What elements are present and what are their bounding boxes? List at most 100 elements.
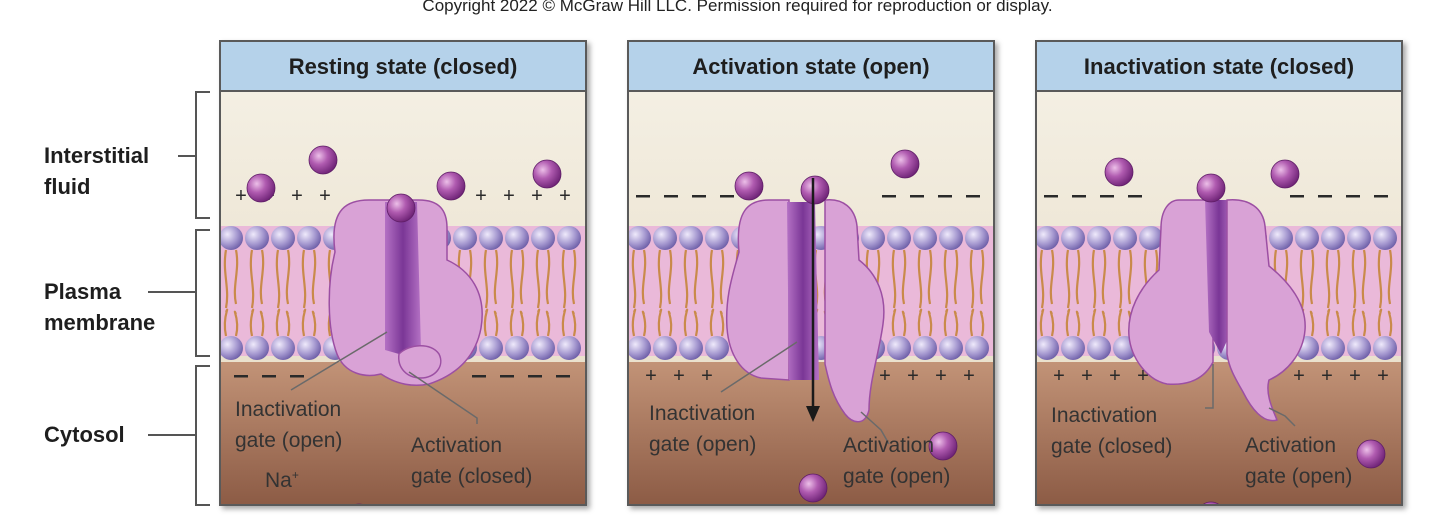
positive-charge: + bbox=[503, 185, 515, 207]
membrane-charges-resting: ++++++++ bbox=[234, 185, 571, 378]
lipid-tail bbox=[969, 308, 985, 337]
lipid-tail bbox=[683, 249, 699, 309]
sodium-ion bbox=[1104, 157, 1134, 187]
lipid-tail bbox=[709, 249, 725, 309]
leader-inactivation-gate bbox=[720, 341, 798, 393]
positive-charge: + bbox=[531, 185, 543, 207]
phospholipid-head bbox=[479, 336, 503, 360]
lipid-tail bbox=[1117, 249, 1133, 309]
lipid-tail bbox=[917, 308, 933, 337]
negative-charge bbox=[1346, 195, 1360, 198]
lipid-tail bbox=[561, 249, 577, 309]
sodium-ion bbox=[798, 473, 828, 503]
phospholipid-head bbox=[531, 226, 555, 250]
activation-gate-label-3: Activation gate (open) bbox=[1245, 430, 1352, 492]
positive-charge: + bbox=[1293, 365, 1305, 387]
phospholipid-head bbox=[1269, 226, 1293, 250]
phospholipid-head bbox=[965, 336, 989, 360]
lipid-tail bbox=[1065, 308, 1081, 337]
negative-charge bbox=[966, 195, 980, 198]
leader-inactivation-gate bbox=[1205, 364, 1214, 409]
lipid-tail bbox=[1325, 249, 1341, 309]
interstitial-label-line2: fluid bbox=[44, 174, 91, 199]
plasma-label-line1: Plasma bbox=[44, 279, 122, 304]
positive-charge: + bbox=[907, 365, 919, 387]
lipid-tail bbox=[223, 308, 239, 337]
phospholipid-head bbox=[887, 226, 911, 250]
sodium-ion bbox=[386, 193, 416, 223]
lipid-tail bbox=[1377, 308, 1393, 337]
inactivation-gate-label-1: Inactivation gate (open) bbox=[235, 394, 342, 456]
panel-title-activation: Activation state (open) bbox=[629, 42, 993, 92]
phospholipid-head bbox=[245, 336, 269, 360]
negative-charge bbox=[556, 375, 570, 378]
panel-activation-state: Activation state (open) +++++++ Inactiva… bbox=[627, 40, 995, 506]
activation-gate-closed bbox=[398, 345, 442, 379]
inactivation-gate-label-1-line1: Inactivation bbox=[235, 398, 342, 421]
sodium-ion bbox=[890, 149, 920, 179]
positive-charge: + bbox=[935, 365, 947, 387]
negative-charge bbox=[500, 375, 514, 378]
lipid-tail bbox=[275, 249, 291, 309]
phospholipid-head bbox=[1321, 336, 1345, 360]
channel-pore bbox=[787, 202, 819, 380]
inactivation-gate-label-2-line2: gate (open) bbox=[649, 433, 757, 456]
phospholipid-head bbox=[1087, 226, 1111, 250]
lipid-tail bbox=[1091, 308, 1107, 337]
phospholipid-head bbox=[297, 336, 321, 360]
phospholipid-head bbox=[1373, 226, 1397, 250]
negative-charge bbox=[528, 375, 542, 378]
lipid-tail bbox=[1299, 249, 1315, 309]
diagram-activation: +++++++ bbox=[629, 92, 993, 504]
sodium-ion bbox=[1196, 173, 1226, 203]
sodium-ion bbox=[532, 159, 562, 189]
phospholipid-head bbox=[1321, 226, 1345, 250]
negative-charge bbox=[1100, 195, 1114, 198]
lipid-tail bbox=[1325, 308, 1341, 337]
negative-charge bbox=[882, 195, 896, 198]
lipid-tail bbox=[943, 308, 959, 337]
positive-charge: + bbox=[1377, 365, 1389, 387]
phospholipid-head bbox=[1347, 336, 1371, 360]
interstitial-fluid-label: Interstitial fluid bbox=[44, 140, 149, 202]
positive-charge: + bbox=[1321, 365, 1333, 387]
plasma-membrane-label: Plasma membrane bbox=[44, 276, 155, 338]
lipid-tail bbox=[1351, 249, 1367, 309]
lipid-tail bbox=[249, 308, 265, 337]
phospholipid-head bbox=[629, 336, 651, 360]
lipid-tail bbox=[943, 249, 959, 309]
positive-charge: + bbox=[701, 365, 713, 387]
negative-charge bbox=[1072, 195, 1086, 198]
channel-protein-left bbox=[725, 199, 790, 381]
lipid-tail bbox=[1351, 308, 1367, 337]
inactivation-gate-label-3-line2: gate (closed) bbox=[1051, 435, 1173, 458]
lipid-tail bbox=[891, 249, 907, 309]
sodium-ion bbox=[436, 171, 466, 201]
phospholipid-head bbox=[939, 336, 963, 360]
lipid-tail bbox=[483, 308, 499, 337]
phospholipid-head bbox=[453, 226, 477, 250]
phospholipid-head bbox=[679, 226, 703, 250]
channel-protein-right bbox=[824, 199, 885, 423]
lipid-tail bbox=[631, 249, 647, 309]
positive-charge: + bbox=[673, 365, 685, 387]
negative-charge bbox=[290, 375, 304, 378]
negative-charge bbox=[692, 195, 706, 198]
membrane-charges-activation: +++++++ bbox=[636, 195, 980, 387]
panel-title-inactivation: Inactivation state (closed) bbox=[1037, 42, 1401, 92]
inactivation-gate-label-2: Inactivation gate (open) bbox=[649, 398, 756, 460]
lipid-tail bbox=[683, 308, 699, 337]
activation-gate-label-3-line2: gate (open) bbox=[1245, 465, 1353, 488]
lipid-tail bbox=[631, 308, 647, 337]
phospholipid-head bbox=[939, 226, 963, 250]
positive-charge: + bbox=[645, 365, 657, 387]
positive-charge: + bbox=[879, 365, 891, 387]
lipid-tail bbox=[891, 308, 907, 337]
lipid-tail bbox=[969, 249, 985, 309]
sodium-ion bbox=[355, 503, 363, 504]
phospholipid-head bbox=[271, 226, 295, 250]
lipid-tail bbox=[535, 308, 551, 337]
diagram-resting: ++++++++ bbox=[221, 92, 585, 504]
phospholipid-head bbox=[1037, 226, 1059, 250]
sodium-ion bbox=[1203, 501, 1219, 504]
